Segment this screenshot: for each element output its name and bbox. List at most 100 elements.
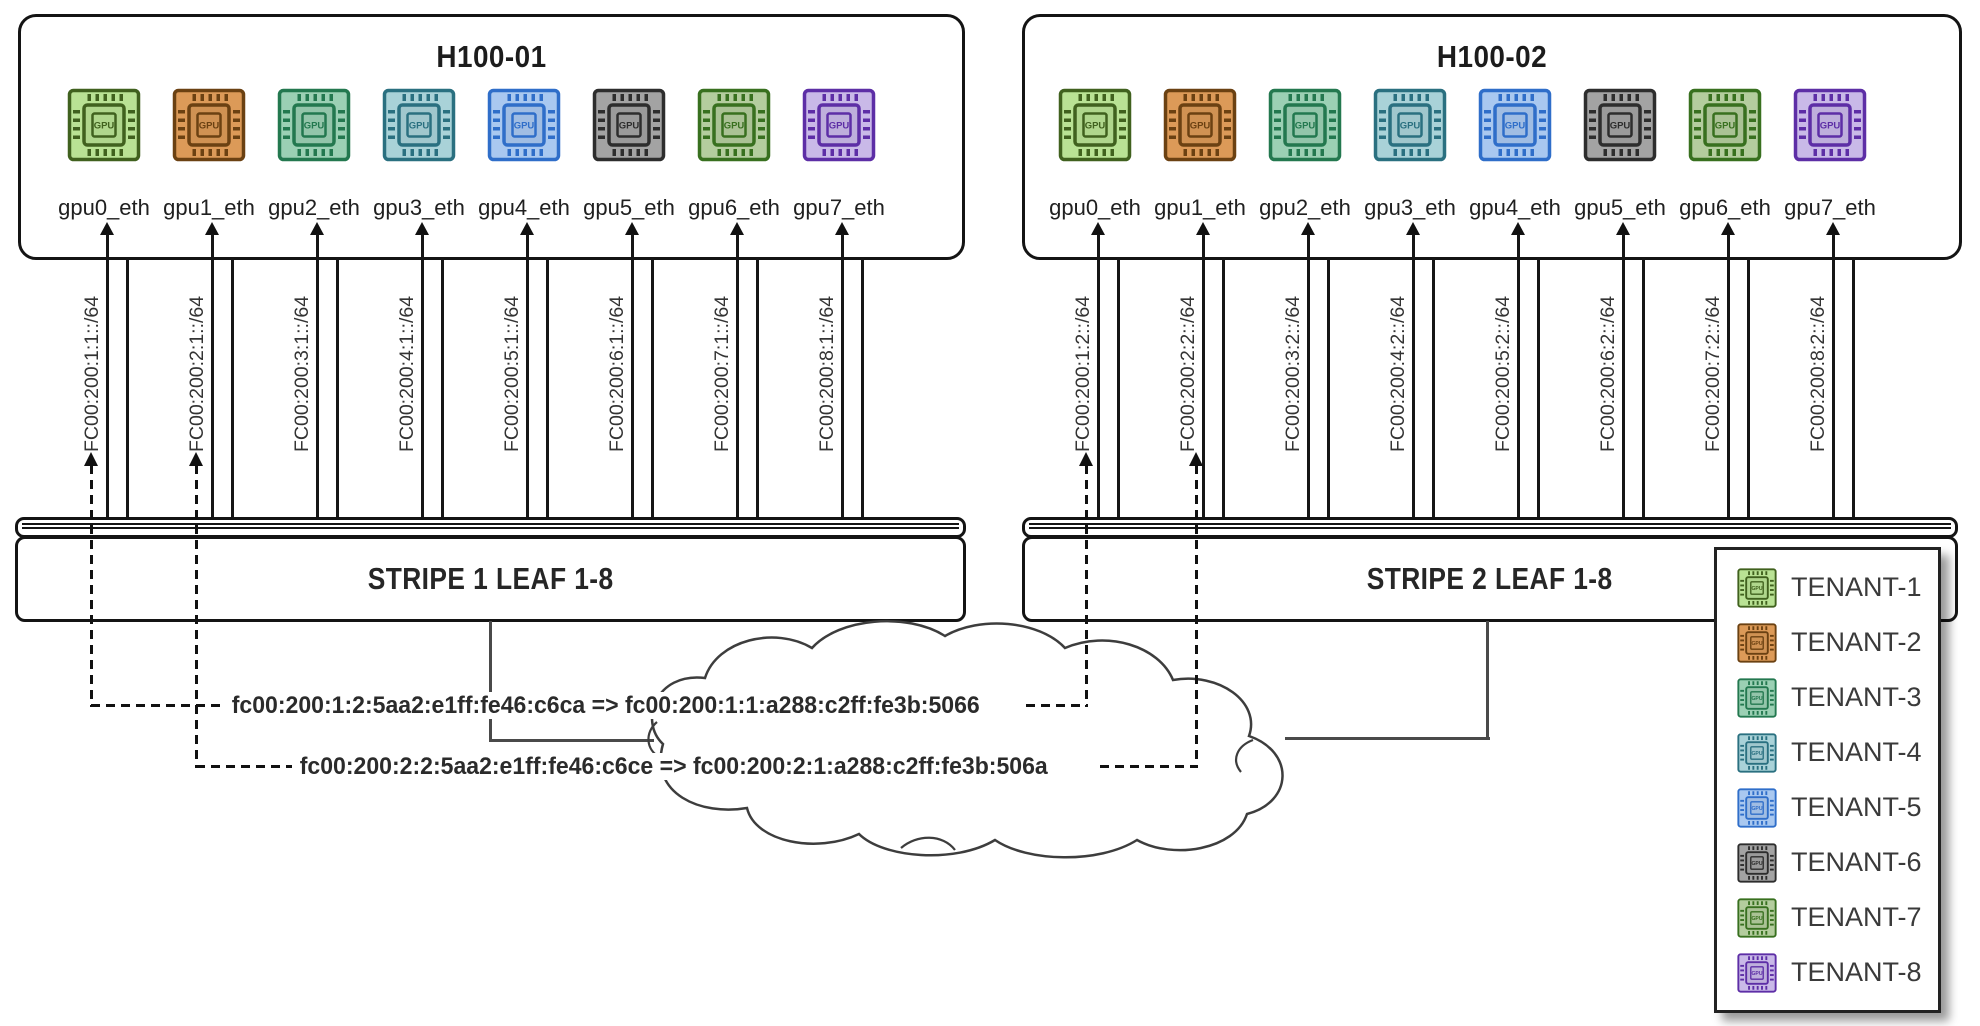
legend-row: GPU TENANT-8 [1737,952,1938,993]
gpu-leaf-link-b [126,258,129,517]
gpu-leaf-link-a [1832,234,1835,517]
gpu-chip-icon: GPU [1688,88,1762,162]
svg-text:GPU: GPU [1751,915,1762,921]
svg-text:GPU: GPU [829,121,850,132]
svg-text:GPU: GPU [514,121,535,132]
svg-text:GPU: GPU [304,121,325,132]
gpu-link-up-arrow [1196,222,1210,235]
gpu-icon-s2-0: GPU [1058,88,1132,162]
legend-row: GPU TENANT-3 [1737,677,1938,718]
flow2-dash-horizontal-left [196,765,292,768]
gpu-leaf-link-a [1622,234,1625,517]
gpu-leaf-link-b [1432,258,1435,517]
gpu-leaf-link-a [106,234,109,517]
svg-text:GPU: GPU [1751,585,1762,591]
gpu-port-label: gpu6_eth [688,195,780,220]
gpu-port-label: gpu5_eth [583,195,675,220]
gpu-leaf-link-b [546,258,549,517]
legend-tenant-label: TENANT-5 [1791,792,1922,822]
gpu-link-up-arrow [1301,222,1315,235]
gpu-chip-icon: GPU [172,88,246,162]
gpu-chip-icon: GPU [1737,952,1777,993]
gpu-port-label: gpu5_eth [1574,195,1666,220]
svg-text:GPU: GPU [1715,121,1736,132]
gpu-subnet-label: FC00:200:1:1::/64 [81,295,103,452]
gpu-leaf-link-a [1202,234,1205,517]
svg-text:GPU: GPU [1751,640,1762,646]
gpu-chip-icon: GPU [1058,88,1132,162]
legend-tenant-label: TENANT-4 [1791,737,1922,767]
gpu-icon-s1-0: GPU [67,88,141,162]
gpu-subnet-label: FC00:200:3:1::/64 [291,295,313,452]
gpu-link-up-arrow [100,222,114,235]
gpu-leaf-link-b [756,258,759,517]
leaf2-cloud-link-vertical [1486,621,1489,739]
server-title: H100-01 [436,39,547,74]
svg-text:GPU: GPU [1751,805,1762,811]
gpu-icon-s2-6: GPU [1688,88,1762,162]
gpu-leaf-link-a [421,234,424,517]
svg-text:GPU: GPU [409,121,430,132]
legend-row: GPU TENANT-2 [1737,622,1938,663]
svg-text:GPU: GPU [1751,695,1762,701]
server-title: H100-02 [1436,39,1548,74]
gpu-leaf-link-a [1307,234,1310,517]
gpu-chip-icon: GPU [1737,842,1777,883]
leaf-stack-stripe2 [1022,517,1958,538]
flow1-dash-vertical-right [1084,465,1088,707]
gpu-leaf-link-b [1747,258,1750,517]
gpu-chip-icon: GPU [697,88,771,162]
gpu-leaf-link-b [861,258,864,517]
gpu-link-up-arrow [625,222,639,235]
leaf-label: STRIPE 2 LEAF 1-8 [1367,561,1613,596]
legend-tenant-label: TENANT-2 [1791,627,1922,657]
gpu-port-label: gpu1_eth [1154,195,1246,220]
gpu-port-label: gpu4_eth [1469,195,1561,220]
svg-text:GPU: GPU [1610,121,1631,132]
gpu-icon-s1-6: GPU [697,88,771,162]
gpu-icon-s2-7: GPU [1793,88,1867,162]
gpu-chip-icon: GPU [1163,88,1237,162]
gpu-link-up-arrow [1091,222,1105,235]
gpu-subnet-label: FC00:200:4:1::/64 [396,295,418,452]
gpu-port-label: gpu6_eth [1679,195,1771,220]
flow2-label: fc00:200:2:2:5aa2:e1ff:fe46:c6ce => fc00… [294,753,1054,780]
leaf2-cloud-link-horizontal [1285,737,1490,740]
gpu-leaf-link-a [316,234,319,517]
legend-tenant-label: TENANT-1 [1791,572,1922,602]
gpu-chip-icon: GPU [1793,88,1867,162]
gpu-subnet-label: FC00:200:2:2::/64 [1177,295,1199,452]
stack-line [22,527,959,529]
gpu-chip-icon: GPU [1478,88,1552,162]
svg-text:GPU: GPU [724,121,745,132]
gpu-icon-s1-1: GPU [172,88,246,162]
gpu-link-up-arrow [1406,222,1420,235]
svg-text:GPU: GPU [1820,121,1841,132]
gpu-chip-icon: GPU [592,88,666,162]
gpu-chip-icon: GPU [487,88,561,162]
gpu-subnet-label: FC00:200:7:1::/64 [711,295,733,452]
svg-text:GPU: GPU [94,121,115,132]
legend-row: GPU TENANT-7 [1737,897,1938,938]
gpu-chip-icon: GPU [1737,622,1777,663]
gpu-leaf-link-b [1852,258,1855,517]
flow2-up-arrow-right [1189,452,1203,466]
gpu-leaf-link-b [231,258,234,517]
gpu-port-label: gpu7_eth [793,195,885,220]
gpu-leaf-link-a [1517,234,1520,517]
gpu-chip-icon: GPU [67,88,141,162]
legend-tenant-label: TENANT-7 [1791,902,1922,932]
gpu-subnet-label: FC00:200:3:2::/64 [1282,295,1304,452]
gpu-leaf-link-a [211,234,214,517]
flow1-dash-horizontal-right [1026,704,1088,707]
gpu-link-up-arrow [205,222,219,235]
tenant-legend: GPU TENANT-1 GPU TENANT-2 GPU TENANT-3 G… [1714,547,1941,1013]
legend-tenant-label: TENANT-3 [1791,682,1922,712]
gpu-chip-icon: GPU [1583,88,1657,162]
leaf-label: STRIPE 1 LEAF 1-8 [367,561,614,596]
gpu-chip-icon: GPU [802,88,876,162]
leaf1-cloud-link-horizontal [489,739,654,742]
gpu-icon-s1-5: GPU [592,88,666,162]
svg-text:GPU: GPU [1751,860,1762,866]
gpu-link-up-arrow [1511,222,1525,235]
